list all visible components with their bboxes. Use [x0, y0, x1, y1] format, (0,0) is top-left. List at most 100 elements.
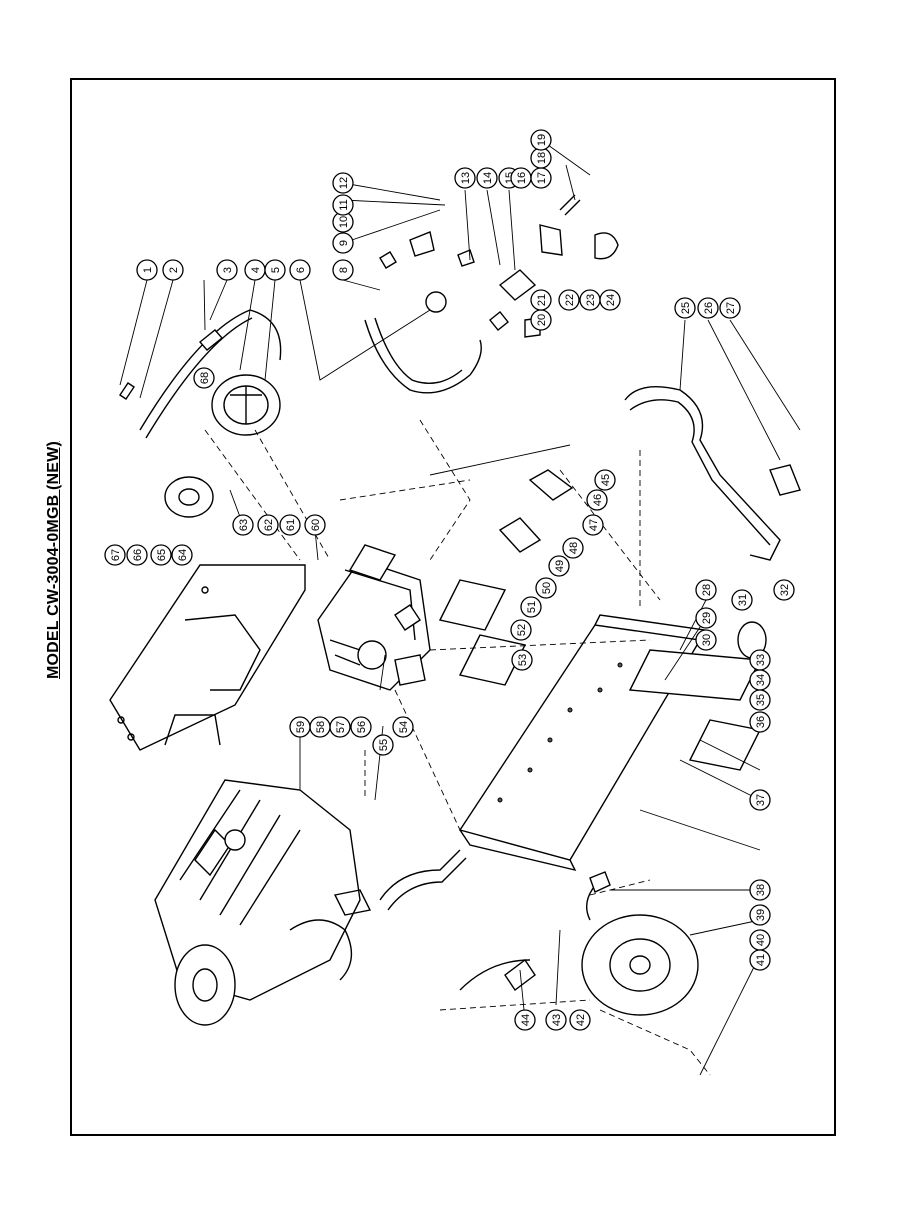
- callout-38: 38: [749, 879, 771, 901]
- callout-circle: [476, 167, 498, 189]
- callout-57: 57: [329, 716, 351, 738]
- callout-29: 29: [695, 607, 717, 629]
- callout-59: 59: [289, 716, 311, 738]
- callout-49: 49: [548, 555, 570, 577]
- callout-circle: [264, 259, 286, 281]
- assembly-lines: [204, 419, 711, 1076]
- callout-number: 56: [356, 721, 368, 733]
- callout-circle: [731, 589, 753, 611]
- callout-number: 36: [755, 716, 767, 728]
- callout-58: 58: [309, 716, 331, 738]
- callout-26: 26: [697, 297, 719, 319]
- callout-circle: [773, 579, 795, 601]
- callout-1: 1: [136, 259, 158, 281]
- callout-number: 30: [701, 634, 713, 646]
- callout-circle: [289, 259, 311, 281]
- pulley-belt-drawing: [119, 309, 282, 518]
- callout-39: 39: [749, 904, 771, 926]
- callout-circle: [372, 734, 394, 756]
- callout-circle: [216, 259, 238, 281]
- callout-circle: [535, 577, 557, 599]
- callout-number: 11: [338, 199, 350, 210]
- callout-number: 64: [177, 549, 189, 561]
- callout-18: 18: [530, 147, 552, 169]
- callout-22: 22: [558, 289, 580, 311]
- callout-61: 61: [279, 514, 301, 536]
- callout-number: 57: [335, 721, 347, 733]
- callout-number: 48: [568, 542, 580, 554]
- callout-number: 3: [222, 267, 234, 273]
- callout-number: 66: [132, 549, 144, 561]
- callout-45: 45: [594, 469, 616, 491]
- callout-52: 52: [510, 619, 532, 641]
- callout-67: 67: [104, 544, 126, 566]
- callout-number: 24: [605, 294, 617, 306]
- belt-guard-drawing: [109, 564, 306, 751]
- callout-number: 42: [575, 1014, 587, 1026]
- callout-44: 44: [514, 1009, 536, 1031]
- callout-4: 4: [244, 259, 266, 281]
- handle-drawing: [624, 386, 801, 561]
- callout-number: 47: [588, 519, 600, 531]
- callout-number: 62: [263, 519, 275, 531]
- callout-circle: [171, 544, 193, 566]
- callout-66: 66: [126, 544, 148, 566]
- callout-circle: [454, 167, 476, 189]
- callout-17: 17: [530, 167, 552, 189]
- callout-number: 32: [779, 584, 791, 596]
- callout-number: 18: [536, 152, 548, 164]
- hose-and-fittings-drawing: [364, 194, 619, 394]
- callout-68: 68: [193, 367, 215, 389]
- callout-30: 30: [695, 629, 717, 651]
- callout-number: 19: [536, 134, 548, 146]
- callout-number: 34: [755, 674, 767, 686]
- callout-number: 54: [398, 721, 410, 733]
- callout-33: 33: [749, 649, 771, 671]
- callout-circle: [558, 289, 580, 311]
- diagram-frame: [70, 78, 836, 1136]
- callout-circle: [697, 297, 719, 319]
- callout-number: 25: [680, 302, 692, 314]
- callout-circle: [136, 259, 158, 281]
- callout-circle: [514, 1009, 536, 1031]
- callout-number: 14: [482, 172, 494, 184]
- callout-circle: [599, 289, 621, 311]
- callout-number: 26: [703, 302, 715, 314]
- callout-62: 62: [257, 514, 279, 536]
- callout-36: 36: [749, 711, 771, 733]
- callout-circle: [749, 904, 771, 926]
- callout-number: 67: [110, 549, 122, 561]
- callout-circle: [332, 232, 354, 254]
- callout-37: 37: [749, 789, 771, 811]
- callout-65: 65: [150, 544, 172, 566]
- callout-41: 41: [749, 949, 771, 971]
- callout-56: 56: [350, 716, 372, 738]
- callout-number: 12: [338, 177, 350, 189]
- callout-51: 51: [520, 596, 542, 618]
- callout-circle: [332, 194, 354, 216]
- callout-55: 55: [372, 734, 394, 756]
- callout-34: 34: [749, 669, 771, 691]
- callout-14: 14: [476, 167, 498, 189]
- rear-leg-drawing: [379, 849, 536, 992]
- callout-9: 9: [332, 232, 354, 254]
- callout-circle: [719, 297, 741, 319]
- callout-53: 53: [511, 649, 533, 671]
- callout-number: 20: [536, 314, 548, 326]
- callout-number: 33: [755, 654, 767, 666]
- callout-number: 59: [295, 721, 307, 733]
- callout-46: 46: [586, 489, 608, 511]
- callout-6: 6: [289, 259, 311, 281]
- callout-number: 44: [520, 1014, 532, 1026]
- callout-number: 58: [315, 721, 327, 733]
- callout-number: 45: [600, 474, 612, 486]
- callout-43: 43: [545, 1009, 567, 1031]
- callout-number: 63: [238, 519, 250, 531]
- callout-circle: [304, 514, 326, 536]
- leader-lines: [119, 139, 801, 1076]
- callout-number: 27: [725, 302, 737, 314]
- callout-number: 31: [737, 594, 749, 606]
- callout-circle: [749, 689, 771, 711]
